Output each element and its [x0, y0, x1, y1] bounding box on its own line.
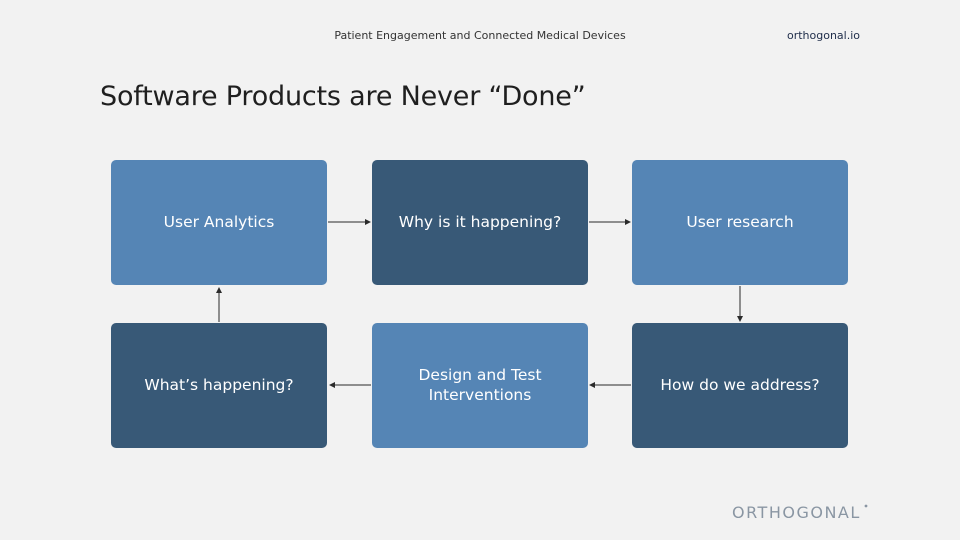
header-site-link: orthogonal.io — [786, 29, 860, 42]
node-how-do-we-address: How do we address? — [632, 323, 848, 448]
logo-registered-dot — [864, 504, 868, 508]
slide-title: Software Products are Never “Done” — [100, 81, 586, 112]
orthogonal-logo-text: ORTHOGONAL — [732, 503, 861, 522]
node-design-and-test-interventions: Design and Test Interventions — [372, 323, 588, 448]
node-why-is-it-happening: Why is it happening? — [372, 160, 588, 285]
orthogonal-logo: ORTHOGONAL — [732, 503, 868, 522]
header-subtitle: Patient Engagement and Connected Medical… — [334, 29, 626, 42]
node-user-research: User research — [632, 160, 848, 285]
node-whats-happening: What’s happening? — [111, 323, 327, 448]
node-user-analytics: User Analytics — [111, 160, 327, 285]
